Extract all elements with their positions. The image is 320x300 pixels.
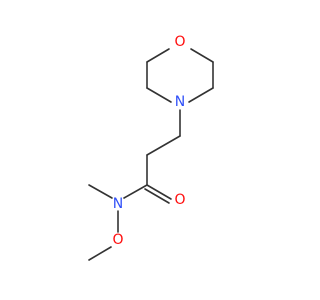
bond-ring-c3-n <box>146 87 172 103</box>
bond-ch2a-ch2b <box>146 135 181 156</box>
bond-ring-o-c1 <box>146 48 170 63</box>
atom-o-carbonyl: O <box>174 192 185 208</box>
bond-ring-c4-n <box>188 87 214 103</box>
bond-carbonyl-n <box>123 184 148 199</box>
atom-o-methoxy: O <box>112 232 123 248</box>
bond-ring-o-c2 <box>190 48 214 63</box>
bond-carbonyl-double-b <box>144 188 170 204</box>
atom-o-morpholine: O <box>174 34 185 50</box>
atom-n-amide: N <box>113 196 123 212</box>
bond-carbonyl-double-a <box>146 184 172 200</box>
molecule-structure: O N O N O <box>88 34 214 261</box>
bond-n-methyl <box>88 184 113 199</box>
atom-n-morpholine: N <box>175 94 185 110</box>
bond-o-methyl <box>88 246 112 261</box>
